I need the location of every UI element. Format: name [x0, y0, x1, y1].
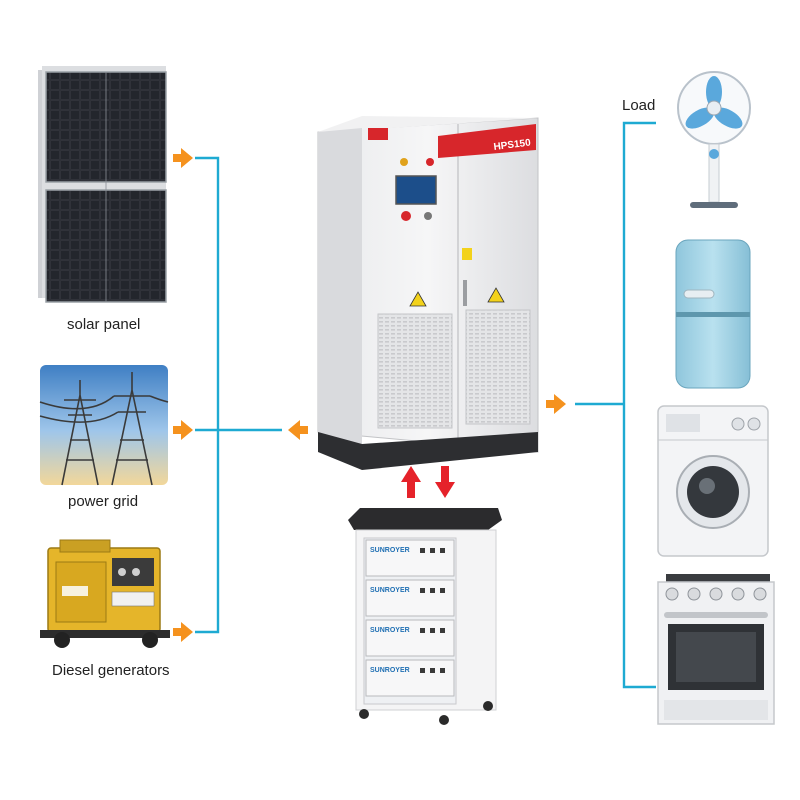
load-label: Load: [622, 97, 656, 114]
washing-machine-icon: [657, 405, 769, 557]
refrigerator-icon: [675, 239, 751, 389]
battery-modules: SUNROYER SUNROYER SUNROYER SUNROYER: [365, 539, 455, 697]
battery-rack-icon: SUNROYER SUNROYER SUNROYER SUNROYER: [348, 508, 502, 725]
arrow-battery-up: [401, 466, 421, 498]
inverter-cabinet-icon: HPS150: [317, 116, 539, 470]
inverter-model-label: HPS150: [493, 137, 532, 153]
load-bus-line: [622, 121, 656, 689]
connection-lines: [195, 121, 656, 689]
arrow-to-inverter: [288, 420, 308, 440]
diesel-generator-icon: [40, 539, 170, 648]
arrow-battery-down: [435, 466, 455, 498]
battery-brand-label: SUNROYER: [370, 627, 410, 634]
arrow-grid: [173, 420, 193, 440]
power-grid-icon: [39, 365, 169, 486]
battery-brand-label: SUNROYER: [370, 667, 410, 674]
arrow-to-load: [546, 394, 566, 414]
diesel-generators-label: Diesel generators: [52, 662, 170, 679]
solar-panel-label: solar panel: [67, 316, 141, 333]
solar-panel-icon: [38, 66, 167, 303]
flow-arrows: [173, 148, 566, 642]
power-grid-label: power grid: [68, 493, 139, 510]
fan-icon: [677, 71, 751, 208]
battery-brand-label: SUNROYER: [370, 547, 410, 554]
source-bus-line: [195, 156, 220, 634]
arrow-solar: [173, 148, 193, 168]
oven-icon: [657, 574, 775, 725]
battery-brand-label: SUNROYER: [370, 587, 410, 594]
arrow-generator: [173, 622, 193, 642]
battery-flow-arrows: [401, 466, 455, 498]
